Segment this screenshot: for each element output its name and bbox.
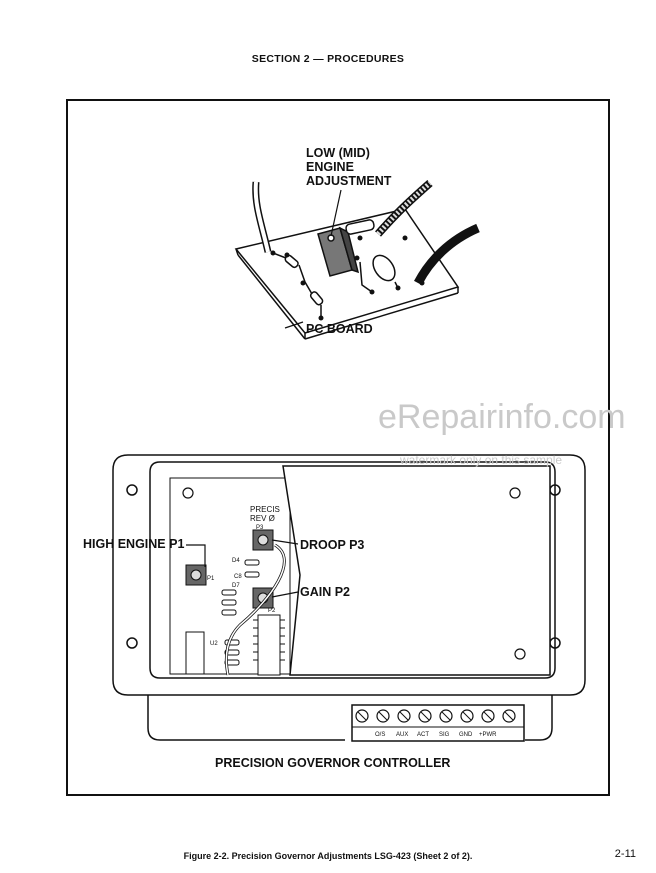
label-droop-p3: DROOP P3	[300, 538, 365, 552]
marking-p3: P3	[256, 525, 264, 531]
marking-u2: U2	[210, 641, 218, 647]
label-pc-board: PC BOARD	[306, 322, 373, 336]
label-gain-p2: GAIN P2	[300, 585, 351, 599]
marking-precis: PRECIS	[250, 505, 280, 514]
marking-c8: C8	[234, 574, 242, 580]
pc-board-drawing	[234, 179, 480, 340]
ic-chip-drawing	[257, 614, 281, 676]
marking-p2: P2	[268, 608, 276, 614]
page-number: 2-11	[614, 848, 636, 860]
pc-board-solder-points	[270, 235, 425, 321]
label-high-engine-p1: HIGH ENGINE P1	[83, 537, 185, 551]
controller-cover-plate	[282, 465, 551, 676]
watermark-sub: watermark only on this sample	[400, 453, 563, 467]
label-controller-title: PRECISION GOVERNOR CONTROLLER	[215, 756, 451, 770]
terminal-label-4: GND	[459, 732, 473, 738]
terminal-label-1: AUX	[396, 732, 408, 738]
terminal-label-0: O/S	[375, 732, 385, 738]
board-markings: PRECIS REV Ø P3 P1 P2 D4 C8 D7 U2	[207, 505, 280, 647]
marking-d7: D7	[232, 583, 240, 589]
marking-d4: D4	[232, 558, 240, 564]
terminal-labels: O/S AUX ACT SIG GND +PWR	[375, 732, 497, 738]
label-adjustment: ADJUSTMENT	[306, 174, 392, 188]
figure-caption: Figure 2-2. Precision Governor Adjustmen…	[183, 851, 473, 861]
watermark-main: eRepairinfo.com	[378, 398, 626, 436]
marking-rev: REV Ø	[250, 514, 275, 523]
terminal-label-3: SIG	[439, 732, 450, 738]
terminal-label-5: +PWR	[479, 732, 497, 738]
marking-p1: P1	[207, 576, 215, 582]
section-header: SECTION 2 — PROCEDURES	[251, 53, 405, 65]
terminal-label-2: ACT	[417, 732, 429, 738]
figure-frame	[66, 99, 610, 796]
label-engine: ENGINE	[306, 160, 354, 174]
label-low-mid: LOW (MID)	[306, 146, 370, 160]
